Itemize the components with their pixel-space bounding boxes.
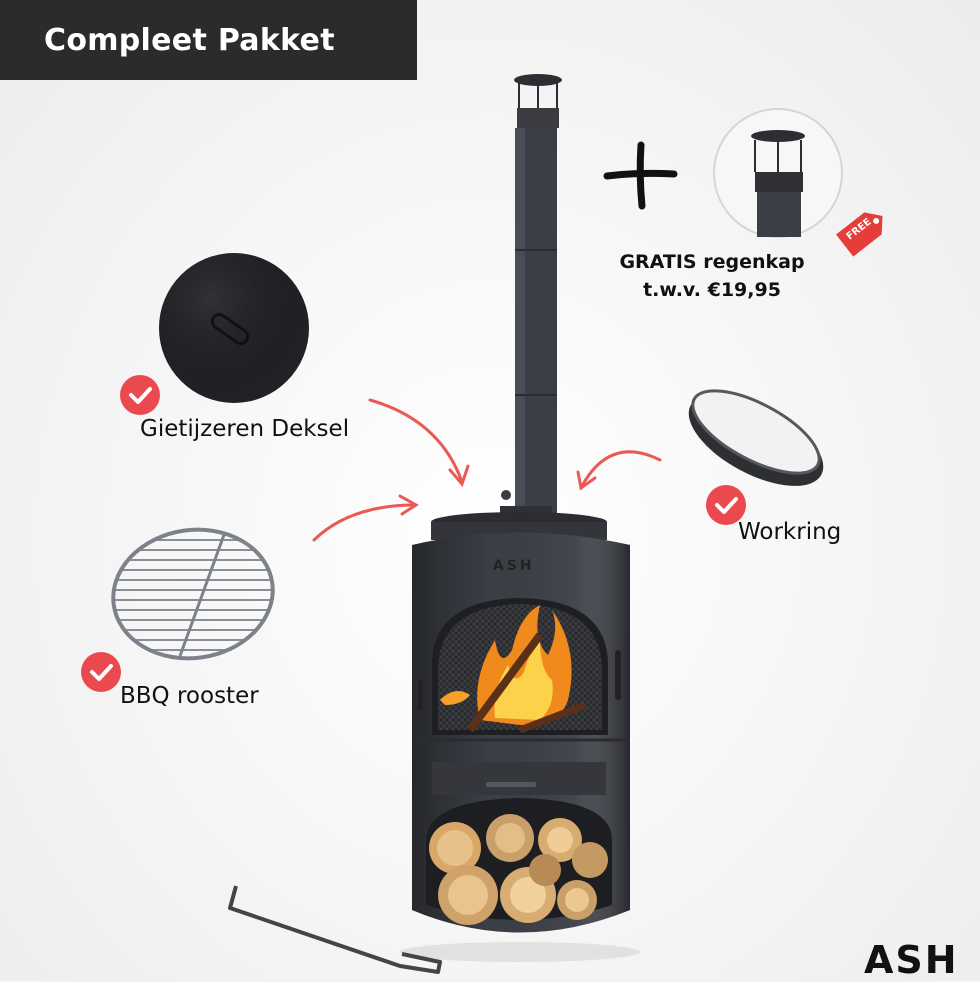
check-icon: [706, 485, 746, 525]
stove-body: [400, 512, 640, 962]
free-tag-icon: [836, 212, 883, 257]
arrow-icon: [312, 398, 662, 542]
cast-iron-lid-image: [159, 253, 309, 403]
firewood-logs: [429, 814, 608, 925]
check-icon: [81, 652, 121, 692]
page-title: Compleet Pakket: [44, 22, 335, 58]
rain-cap-image: [713, 108, 843, 238]
feature-label-grill: BBQ rooster: [120, 683, 259, 709]
header-banner: Compleet Pakket: [0, 0, 417, 80]
poker-tool: [228, 885, 442, 974]
bonus-offer-line2: t.w.v. €19,95: [643, 279, 781, 301]
feature-label-ring: Workring: [738, 519, 842, 545]
fire-flames: [440, 605, 587, 734]
bbq-grill-image: [104, 527, 282, 661]
chimney: [500, 74, 562, 518]
work-ring-image: [688, 389, 824, 486]
plus-icon: [603, 141, 678, 210]
check-icon: [120, 375, 160, 415]
brand-logo: ASH: [864, 938, 959, 982]
bonus-offer-line1: GRATIS regenkap: [619, 251, 805, 273]
bonus-offer: GRATIS regenkap t.w.v. €19,95: [612, 248, 812, 304]
stove-brand-badge: ASH: [493, 558, 535, 574]
feature-label-lid: Gietijzeren Deksel: [140, 416, 350, 442]
